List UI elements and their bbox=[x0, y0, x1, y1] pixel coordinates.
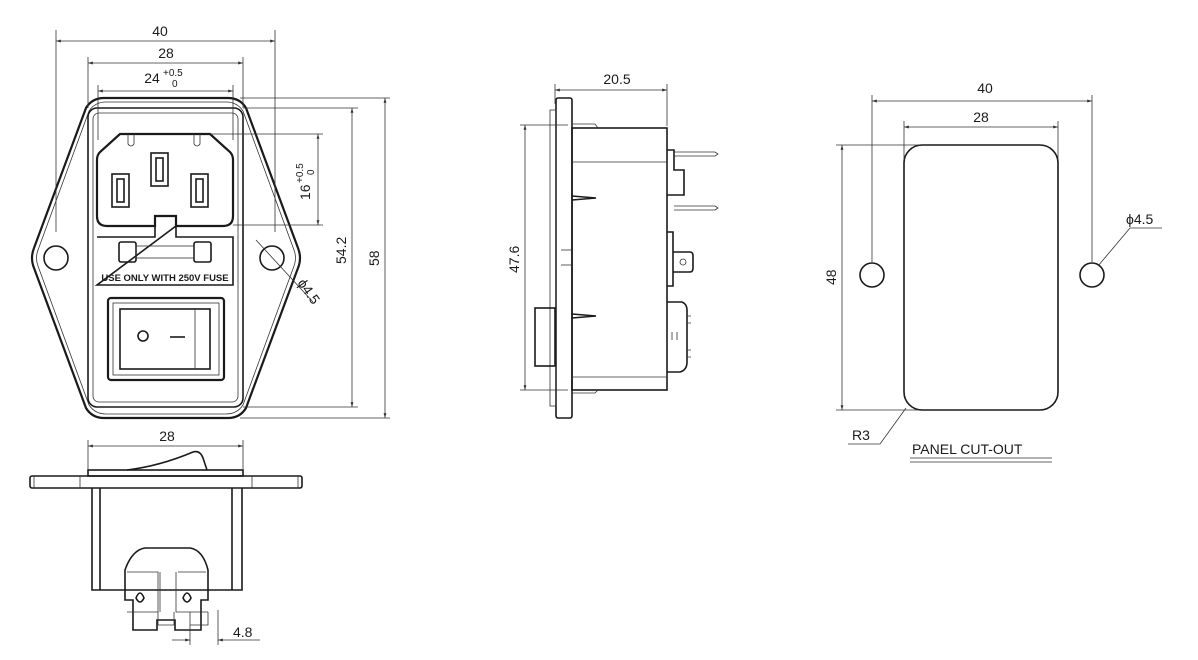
dim-tol-upper: +0.5 bbox=[295, 163, 306, 183]
dim-hole-diameter: ϕ4.5 bbox=[295, 276, 324, 308]
dim-cutout-width: 28 bbox=[973, 109, 989, 125]
front-dimensions bbox=[55, 30, 390, 419]
terminal-block bbox=[124, 547, 209, 631]
mounting-hole-right bbox=[259, 245, 285, 271]
dim-pin-pitch: 4.8 bbox=[233, 624, 253, 640]
switch-off-symbol bbox=[137, 330, 149, 342]
rocker-profile bbox=[126, 450, 208, 471]
dim-cutout-height: 48 bbox=[823, 269, 839, 285]
side-flange bbox=[555, 97, 573, 419]
dim-receptacle-width: 24 bbox=[144, 70, 160, 86]
dim-tol-lower: 0 bbox=[306, 169, 317, 175]
rocker-switch bbox=[106, 296, 226, 382]
dim-inner-height: 54.2 bbox=[333, 237, 349, 264]
dim-hole-spacing: 40 bbox=[977, 80, 993, 96]
dim-bottom-width: 28 bbox=[159, 428, 175, 444]
mounting-hole-left bbox=[43, 245, 69, 271]
dim-inner-width: 28 bbox=[158, 45, 174, 61]
dim-overall-height: 58 bbox=[366, 250, 382, 266]
front-view: USE ONLY WITH 250V FUSE 40 28 24 +0.5 bbox=[30, 23, 390, 420]
side-body bbox=[571, 127, 668, 391]
cutout-hole-right bbox=[1079, 262, 1105, 288]
side-view bbox=[520, 84, 719, 419]
cutout-outline bbox=[903, 144, 1059, 411]
dim-tol-upper: +0.5 bbox=[163, 68, 183, 79]
dim-overall-width: 40 bbox=[152, 23, 168, 39]
receptacle-slots bbox=[111, 152, 209, 208]
panel-cutout-title: PANEL CUT-OUT bbox=[912, 441, 1023, 457]
dim-corner-radius: R3 bbox=[852, 427, 870, 443]
bottom-view bbox=[29, 440, 303, 645]
fuse-icon bbox=[118, 241, 137, 263]
inner-frame bbox=[87, 107, 244, 408]
dim-body-height: 47.6 bbox=[506, 246, 522, 273]
dim-receptacle-height: 16 bbox=[297, 184, 313, 200]
panel-cutout bbox=[836, 95, 1162, 463]
cutout-hole-left bbox=[859, 262, 885, 288]
dim-tol-lower: 0 bbox=[172, 79, 178, 90]
iec-receptacle bbox=[95, 132, 235, 228]
fuse-warning-label: USE ONLY WITH 250V FUSE bbox=[101, 273, 228, 284]
bottom-flange bbox=[29, 475, 303, 489]
dim-cutout-hole-diameter: ϕ4.5 bbox=[1126, 211, 1154, 227]
dim-depth: 20.5 bbox=[603, 71, 630, 87]
fuse-holder bbox=[94, 224, 234, 286]
